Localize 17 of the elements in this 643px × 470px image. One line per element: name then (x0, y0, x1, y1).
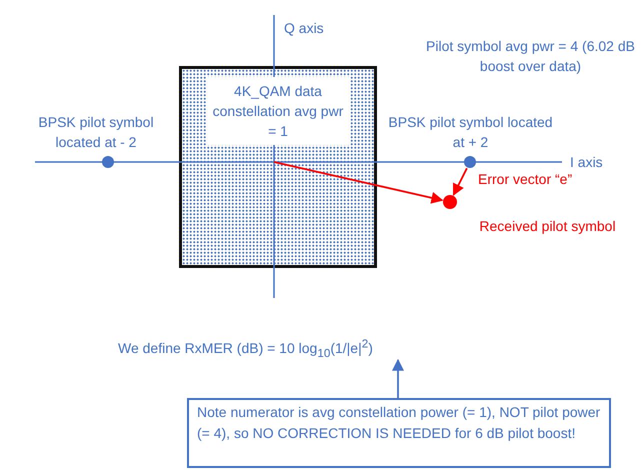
arrow (274, 161, 444, 204)
arrow (452, 168, 468, 196)
axis-label: Pilot symbol avg pwr = 4 (6.02 dB boost over data) (425, 37, 636, 76)
constellation-square (179, 66, 377, 268)
axis-label: Q axis (284, 19, 325, 38)
axis-label: I axis (570, 153, 604, 172)
formula-text: We define RxMER (dB) = 10 log$_{10}$(1/|e|$^{2}$) (118, 334, 418, 360)
symbol-dot (102, 156, 114, 168)
note-box: Note numerator is avg constellation power (= 1), NOT pilot power (= 4), so NO CORRECTION IS NEEDED for 6 dB pilot boost! (187, 398, 611, 468)
symbol-label: Received pilot symbol (478, 217, 617, 236)
constellation-label: 4K_QAM data constellation avg pwr = 1 (206, 77, 350, 145)
arrow (392, 358, 404, 398)
edge-label: Error vector “e” (478, 170, 572, 189)
symbol-label: BPSK pilot symbol located at - 2 (37, 113, 155, 152)
symbol-dot (443, 195, 457, 209)
symbol-label: BPSK pilot symbol located at + 2 (388, 113, 553, 152)
symbol-dot (464, 156, 476, 168)
